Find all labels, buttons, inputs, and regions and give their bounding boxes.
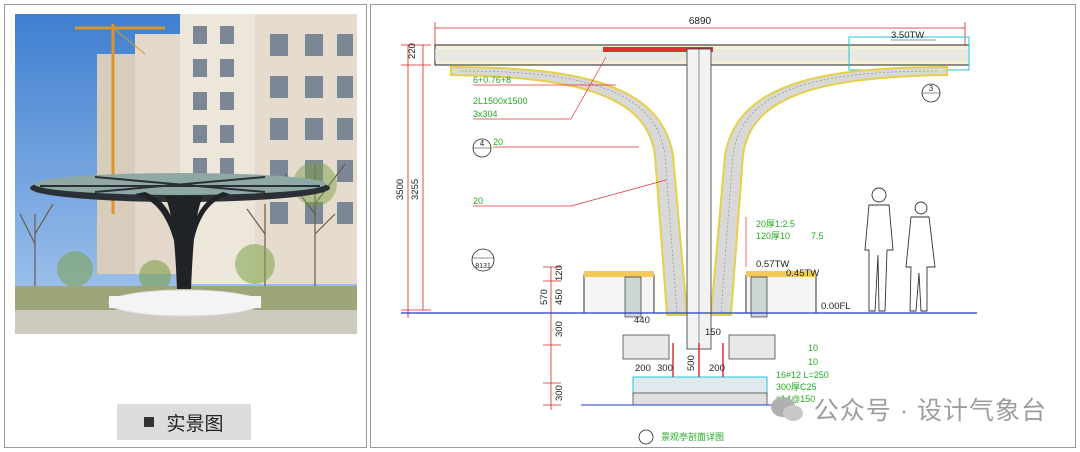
caption-text: 实景图 <box>166 413 224 435</box>
seat-left <box>583 271 655 318</box>
svg-text:4: 4 <box>480 139 485 148</box>
dim-300a: 300 <box>554 321 565 337</box>
level-seat-left: 0.57TW <box>756 259 789 270</box>
dim-300b: 300 <box>554 385 565 401</box>
dim-3255: 3255 <box>410 179 421 200</box>
level-top: 3.50TW <box>891 30 924 41</box>
note-b4: 300厚C25 <box>776 382 817 392</box>
note-20b: 20 <box>473 196 483 206</box>
note-steel: 3x304 <box>473 109 498 119</box>
column-body <box>450 48 948 365</box>
section-title: 景观亭剖面详图 <box>638 429 724 445</box>
overall-width-label: 6890 <box>689 16 712 27</box>
foundation <box>581 334 791 406</box>
note-r2: 120厚10 <box>756 231 790 241</box>
pavilion-photo <box>15 14 357 334</box>
callout-4: 4 <box>472 138 492 158</box>
drawing-panel: 6890 220 3500 3255 570 120 450 300 300 <box>370 4 1076 448</box>
dim-150: 150 <box>705 327 721 338</box>
caption-bullet-icon <box>144 417 155 427</box>
section-drawing: 6890 220 3500 3255 570 120 450 300 300 <box>395 16 977 445</box>
dim-450: 450 <box>554 289 565 305</box>
dim-120: 120 <box>554 265 565 281</box>
watermark-text: 公众号 · 设计气象台 <box>813 397 1047 425</box>
note-b5: #14@150 <box>776 394 815 404</box>
note-b2: 10 <box>808 357 818 367</box>
dim-440: 440 <box>634 315 650 326</box>
dim-500: 500 <box>686 355 697 371</box>
dim-220: 220 <box>407 43 418 59</box>
level-seat-right: 0.45TW <box>786 268 819 279</box>
note-r1: 20厚1:2.5 <box>756 219 795 229</box>
svg-text:8131: 8131 <box>475 263 491 270</box>
level-floor: 0.00FL <box>821 301 851 312</box>
note-20a: 20 <box>493 137 503 147</box>
svg-text:3: 3 <box>929 84 934 93</box>
human-figures <box>864 187 936 312</box>
note-grid: 2L1500x1500 <box>473 96 528 106</box>
dim-300: 300 <box>657 363 673 374</box>
callout-3: 3 <box>921 83 941 103</box>
left-dimensions <box>401 44 561 410</box>
photo-illustration <box>15 14 357 334</box>
note-r3: 7.5 <box>811 231 824 241</box>
dim-200a: 200 <box>635 363 651 374</box>
callout-8131: 8131 <box>471 248 495 272</box>
overall-dimension: 6890 <box>434 16 966 49</box>
note-glass: 6+0.76+8 <box>473 75 511 85</box>
dim-3500: 3500 <box>395 179 406 200</box>
photo-caption: 实景图 <box>117 404 251 440</box>
watermark: 公众号 · 设计气象台 <box>770 391 1047 427</box>
seat-right <box>745 271 817 318</box>
svg-text:景观亭剖面详图: 景观亭剖面详图 <box>661 431 724 442</box>
dim-570: 570 <box>539 289 550 305</box>
note-b3: 16#12 L=250 <box>776 370 829 380</box>
wechat-icon <box>770 397 803 421</box>
note-b1: 10 <box>808 343 818 353</box>
dim-200b: 200 <box>709 363 725 374</box>
photo-panel: 实景图 <box>4 4 367 448</box>
